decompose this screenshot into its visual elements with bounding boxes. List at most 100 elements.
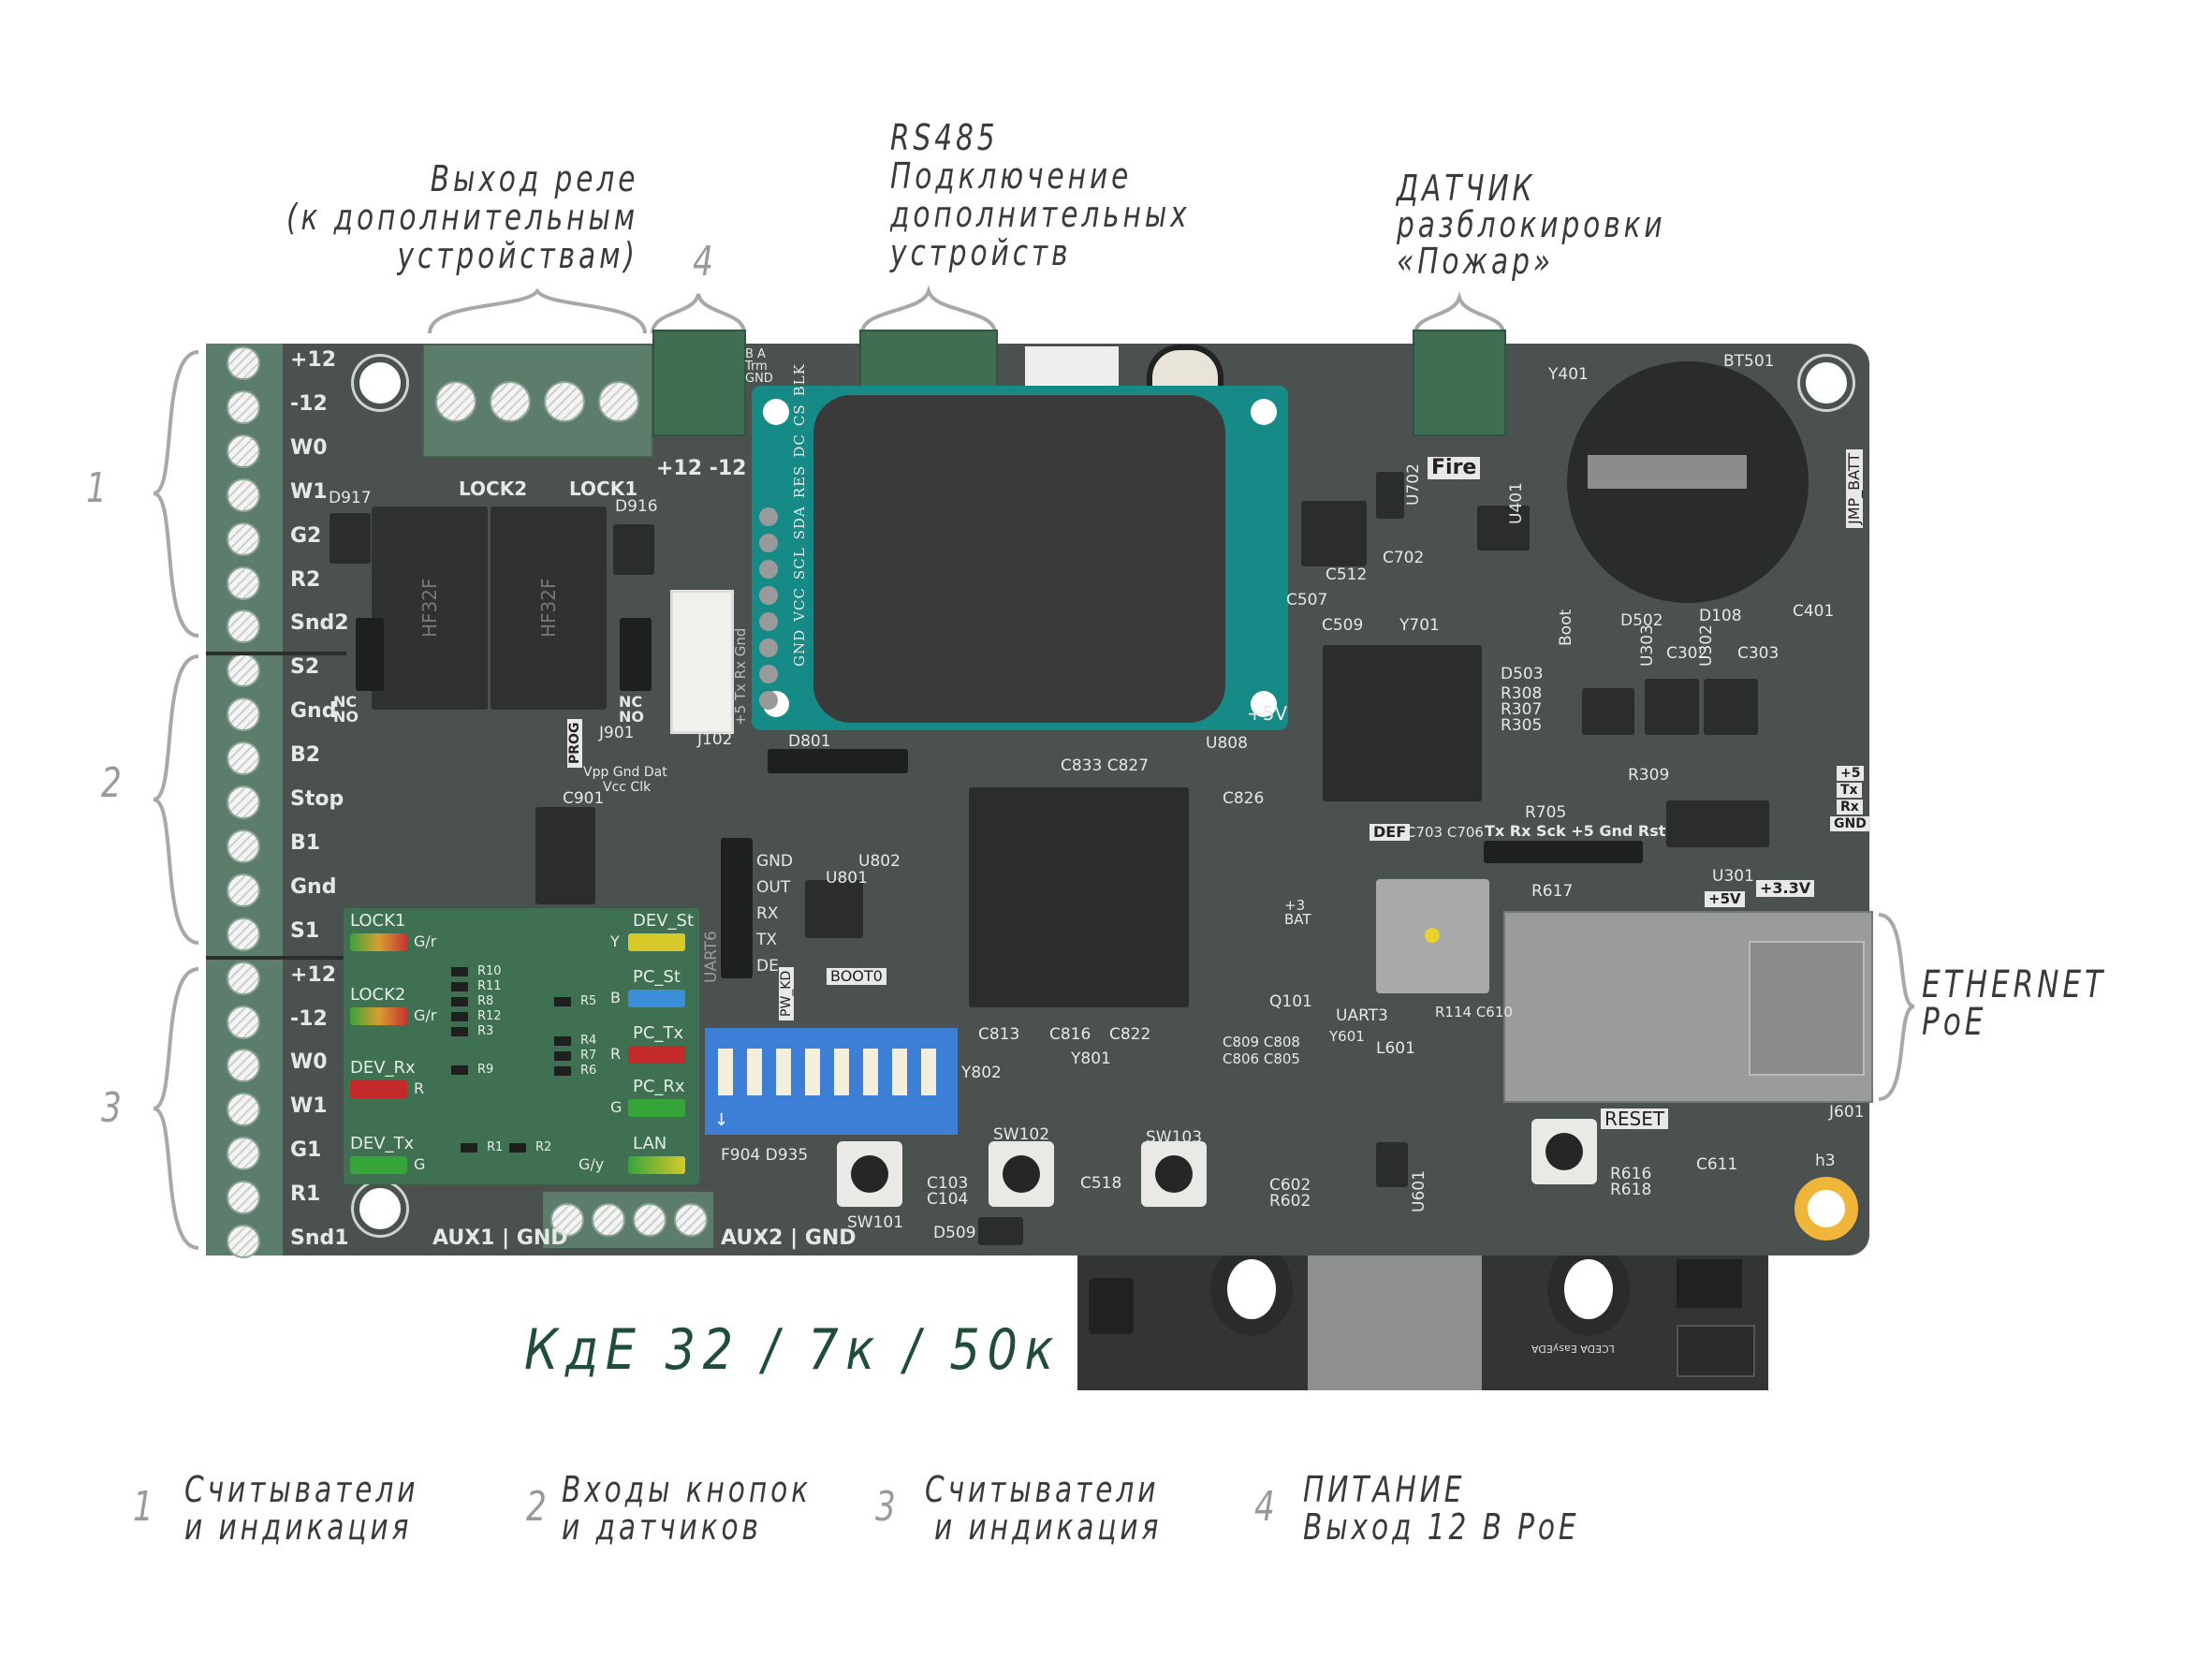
programming-header[interactable]	[1484, 841, 1643, 863]
resistor-label: R8	[477, 994, 494, 1008]
silk-y601: Y601	[1329, 1028, 1365, 1045]
silk-hdr-gnd: GND	[1830, 816, 1870, 831]
terminal-screw[interactable]	[227, 1137, 260, 1171]
jumper-nc-no-right[interactable]	[620, 618, 652, 691]
led-color-code: G/y	[579, 1155, 605, 1173]
terminal-screw[interactable]	[227, 873, 260, 907]
chip-u303	[1645, 679, 1699, 735]
poe-mount-hole-left	[1227, 1259, 1276, 1319]
terminal-screw[interactable]	[227, 1093, 260, 1127]
silk-c826: C826	[1223, 789, 1265, 808]
silk-vcc: Vcc Clk	[603, 780, 652, 795]
terminal-screw[interactable]	[227, 521, 260, 556]
diode-d916	[613, 524, 654, 575]
resistor-label: R10	[477, 964, 502, 978]
brace-fire	[1414, 291, 1505, 334]
button-sw103[interactable]	[1141, 1141, 1207, 1207]
legend-num-4: 4	[1254, 1483, 1279, 1531]
terminal-screw[interactable]	[227, 609, 260, 644]
silk-uart3: UART3	[1336, 1006, 1388, 1025]
display-pin	[759, 691, 778, 710]
terminal-label: S2	[290, 655, 320, 680]
terminal-screw[interactable]	[227, 1005, 260, 1039]
jumper-nc-no-left[interactable]	[356, 618, 384, 691]
dip-switch-lever[interactable]	[834, 1049, 849, 1095]
display-pin	[759, 560, 778, 579]
silk-y801: Y801	[1071, 1050, 1111, 1068]
silk-bat: +3 BAT	[1284, 897, 1311, 928]
terminal-screw[interactable]	[227, 477, 260, 512]
terminal-screw[interactable]	[227, 346, 260, 380]
terminal-screw[interactable]	[227, 1181, 260, 1215]
screw	[435, 381, 476, 422]
chip-u801	[805, 880, 863, 938]
mount-hole-top-right	[1800, 357, 1853, 409]
button-sw101[interactable]	[837, 1141, 902, 1207]
terminal-screw[interactable]	[227, 785, 260, 819]
dip-switch-lever[interactable]	[718, 1049, 733, 1095]
main-mcu-chip	[969, 787, 1189, 1007]
silk-j901: J901	[599, 724, 635, 742]
display-pin-label: RES	[791, 464, 808, 499]
resistor-label: R5	[580, 994, 597, 1008]
header-d801[interactable]	[768, 749, 908, 773]
relay-output-terminal-block	[422, 344, 653, 458]
terminal-screw[interactable]	[227, 433, 260, 468]
silk-r307: R307	[1501, 700, 1543, 719]
silk-c901: C901	[563, 789, 605, 808]
electrolytic-capacitor	[1147, 345, 1223, 391]
dip-switch-lever[interactable]	[863, 1049, 878, 1095]
dip-switch-lever[interactable]	[892, 1049, 907, 1095]
terminal-screw[interactable]	[227, 961, 260, 995]
silk-d503: D503	[1501, 665, 1544, 683]
terminal-screw[interactable]	[227, 741, 260, 776]
silk-y401: Y401	[1548, 365, 1589, 384]
terminal-screw[interactable]	[227, 1049, 260, 1083]
resistor-pad	[554, 1051, 571, 1061]
display-mount-hole	[1251, 399, 1277, 425]
mount-hole-h3	[1795, 1177, 1858, 1241]
terminal-screw[interactable]	[227, 1225, 260, 1258]
silk-uart-de: DE	[756, 957, 779, 976]
terminal-label: S1	[290, 918, 320, 943]
silk-q101: Q101	[1269, 992, 1312, 1011]
power-out-connector	[652, 330, 746, 436]
display-pin	[759, 639, 778, 657]
relay-lock2: HF32F	[372, 507, 488, 710]
led-label: LOCK2	[350, 985, 406, 1005]
terminal-screw[interactable]	[227, 565, 260, 600]
uart6-header[interactable]	[721, 838, 753, 978]
display-pin-label: DC	[791, 433, 808, 458]
resistor-label: R3	[477, 1024, 494, 1038]
silk-r114: R114 C610	[1435, 1004, 1513, 1020]
ethernet-jack[interactable]	[1503, 911, 1873, 1103]
display-module: GNDVCCSCLSDARESDCCSBLK	[752, 363, 1288, 730]
silk-nc-no-left: NC NO	[333, 693, 359, 726]
dip-switch-lever[interactable]	[776, 1049, 791, 1095]
group-number-1: 1	[86, 464, 110, 512]
dip-switch-lever[interactable]	[805, 1049, 820, 1095]
dip-switch-lever[interactable]	[747, 1049, 762, 1095]
terminal-screw[interactable]	[227, 389, 260, 424]
terminal-screw[interactable]	[227, 917, 260, 951]
dip-switch[interactable]: ↓	[705, 1028, 958, 1135]
led-indicator	[350, 933, 407, 951]
led-indicator	[628, 990, 685, 1007]
silk-reset: RESET	[1601, 1108, 1669, 1129]
terminal-label: W0	[290, 1050, 328, 1075]
silk-r309: R309	[1628, 766, 1670, 785]
terminal-screw[interactable]	[227, 697, 260, 732]
led-indicator	[628, 933, 685, 951]
button-sw102[interactable]	[989, 1141, 1054, 1207]
group-number-2: 2	[101, 759, 125, 807]
brace-power-out	[651, 293, 746, 334]
terminal-screw[interactable]	[227, 829, 260, 863]
button-reset[interactable]	[1531, 1119, 1597, 1184]
silk-nc-no-right: NC NO	[619, 693, 644, 726]
silk-uart-out: OUT	[756, 878, 791, 897]
fuse-component	[1025, 346, 1119, 386]
dip-switch-lever[interactable]	[921, 1049, 936, 1095]
terminal-label: W1	[290, 479, 328, 504]
chip-u301	[1666, 800, 1769, 847]
terminal-screw[interactable]	[227, 653, 260, 688]
